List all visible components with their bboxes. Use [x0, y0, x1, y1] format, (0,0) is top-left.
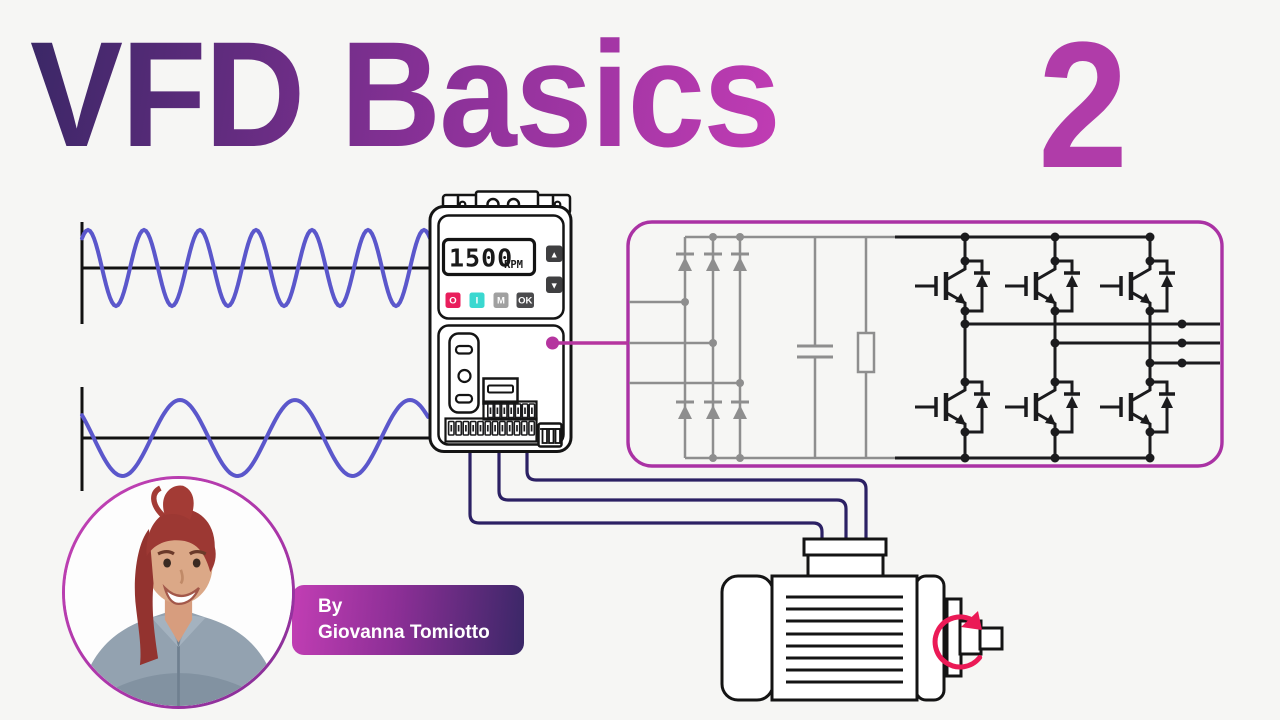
page-title: VFD Basics: [30, 10, 781, 178]
motor-cooling-fins: [786, 595, 903, 684]
avatar-eye-left: [163, 558, 172, 568]
vfd-stop-button-label: O: [449, 296, 456, 307]
power-circuit: [626, 220, 1224, 468]
avatar-neck: [164, 592, 193, 643]
dc-link-callout: [546, 336, 628, 350]
motor-wire-v: [497, 450, 848, 542]
author-by-label: By: [318, 596, 343, 617]
vfd-drive: 1500 RPM O I M OK ▲ ▼: [428, 190, 573, 453]
vfd-run-button: [469, 292, 485, 308]
avatar-hair-flick: [151, 485, 165, 518]
output-sine-wave: [80, 397, 430, 479]
episode-number: 2: [1038, 5, 1129, 206]
author-badge: By Giovanna Tomiotto: [292, 585, 524, 655]
presenter-photo-ring: [62, 476, 295, 709]
vfd-mode-button-label: M: [497, 296, 505, 307]
up-arrow-icon: ▲: [550, 250, 559, 260]
vfd-lower-terminal-block: [444, 417, 538, 443]
vfd-terminal-section: [437, 324, 565, 448]
motor: [720, 537, 1004, 702]
vfd-screw-hole: [457, 368, 472, 384]
avatar-collar-right: [178, 615, 206, 647]
vfd-mode-button: [493, 292, 509, 308]
inverter-leg-3: [1148, 237, 1220, 458]
callout-dot: [546, 336, 559, 350]
avatar-collar-left: [151, 615, 179, 647]
motor-wires: [468, 450, 868, 542]
avatar-smile: [162, 584, 200, 605]
presenter-photo: [65, 479, 292, 706]
resistor-body: [856, 331, 876, 374]
vfd-display: [441, 237, 537, 277]
vfd-down-button: [546, 276, 563, 293]
motor-right-endcap: [914, 574, 946, 702]
dc-link-section: [797, 237, 876, 458]
down-arrow-icon: ▼: [550, 281, 559, 291]
vfd-option-slot: [487, 384, 514, 394]
presenter-avatar: [65, 479, 292, 706]
vfd-up-button: [546, 245, 563, 262]
avatar-brow-left: [157, 550, 175, 556]
rectifier-section: [629, 235, 895, 460]
avatar-brow-right: [188, 550, 207, 556]
inverter-leg-2: [1053, 237, 1220, 458]
vfd-stop-button: [445, 292, 461, 308]
avatar-nose: [179, 569, 184, 585]
vfd-vent-slot-bottom: [454, 393, 474, 404]
inverter-leg-1: [963, 237, 1220, 458]
motor-left-endcap: [720, 574, 775, 702]
vfd-display-value: 1500: [449, 244, 513, 273]
input-sine-wave: [80, 227, 432, 309]
output-waveform: [80, 387, 430, 491]
vfd-run-button-label: I: [476, 296, 479, 307]
inverter-section: [895, 235, 1220, 460]
vfd-keypad-panel: [437, 214, 565, 320]
rectifier-junction-dots: [681, 233, 744, 462]
inverter-junction-dots: [960, 232, 1187, 463]
avatar-hair-side: [134, 528, 159, 666]
avatar-hair-top: [146, 508, 216, 573]
vfd-lower-panel: [437, 324, 565, 446]
motor-wire-w: [468, 450, 824, 542]
avatar-ponytail: [163, 485, 194, 520]
motor-terminal-box-lid: [802, 537, 888, 557]
upper-terminals: [486, 403, 536, 419]
lower-terminals: [447, 420, 536, 436]
vfd-display-unit: RPM: [504, 259, 523, 271]
vfd-slot-plate: [448, 332, 480, 414]
vfd-ok-button-label: OK: [518, 296, 532, 307]
vfd-vent-slot-top: [454, 344, 474, 355]
vfd-option-module: [482, 377, 519, 405]
motor-shaft-end: [978, 626, 1004, 651]
author-name: Giovanna Tomiotto: [318, 622, 490, 643]
rotation-arrow-icon: [932, 611, 983, 670]
motor-wire-u: [525, 450, 868, 542]
vfd-ok-button: [516, 292, 534, 308]
motor-terminal-box: [806, 552, 885, 579]
input-waveform: [80, 222, 432, 324]
avatar-eye-right: [192, 558, 201, 568]
